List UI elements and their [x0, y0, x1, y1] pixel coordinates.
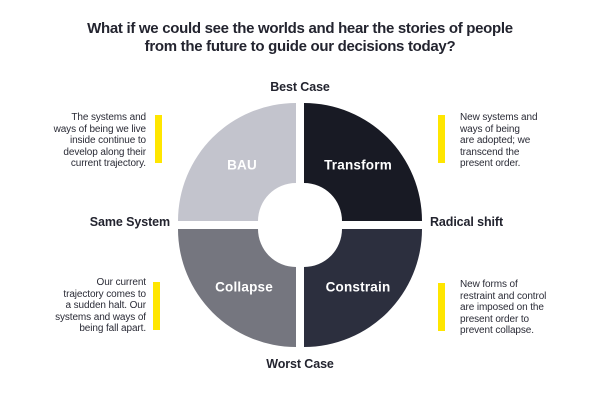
quadrant-wedge-constrain [304, 229, 422, 347]
axis-label-same-system: Same System [89, 215, 170, 229]
quadrant-wedge-collapse [178, 229, 296, 347]
accent-bar-collapse [153, 282, 160, 330]
quadrant-label-transform: Transform [324, 157, 392, 173]
annotation-transform: New systems and ways of being are adopte… [460, 112, 538, 169]
accent-bar-bau [155, 115, 162, 163]
annotation-constrain: New forms of restraint and control are i… [460, 279, 547, 336]
axis-label-worst-case: Worst Case [266, 357, 334, 371]
annotation-collapse: Our current trajectory comes to a sudden… [55, 277, 146, 334]
quadrant-label-constrain: Constrain [325, 279, 391, 295]
quadrant-label-bau: BAU [227, 157, 257, 173]
accent-bar-constrain [438, 283, 445, 331]
quadrant-label-collapse: Collapse [215, 279, 273, 295]
axis-label-radical-shift: Radical shift [430, 215, 504, 229]
annotation-bau: The systems and ways of being we live in… [53, 112, 147, 169]
quadrant-wedge-bau [178, 103, 296, 221]
page-title: What if we could see the worlds and hear… [87, 20, 513, 55]
axis-label-best-case: Best Case [270, 80, 330, 94]
quadrant-wedge-transform [304, 103, 422, 221]
accent-bar-transform [438, 115, 445, 163]
